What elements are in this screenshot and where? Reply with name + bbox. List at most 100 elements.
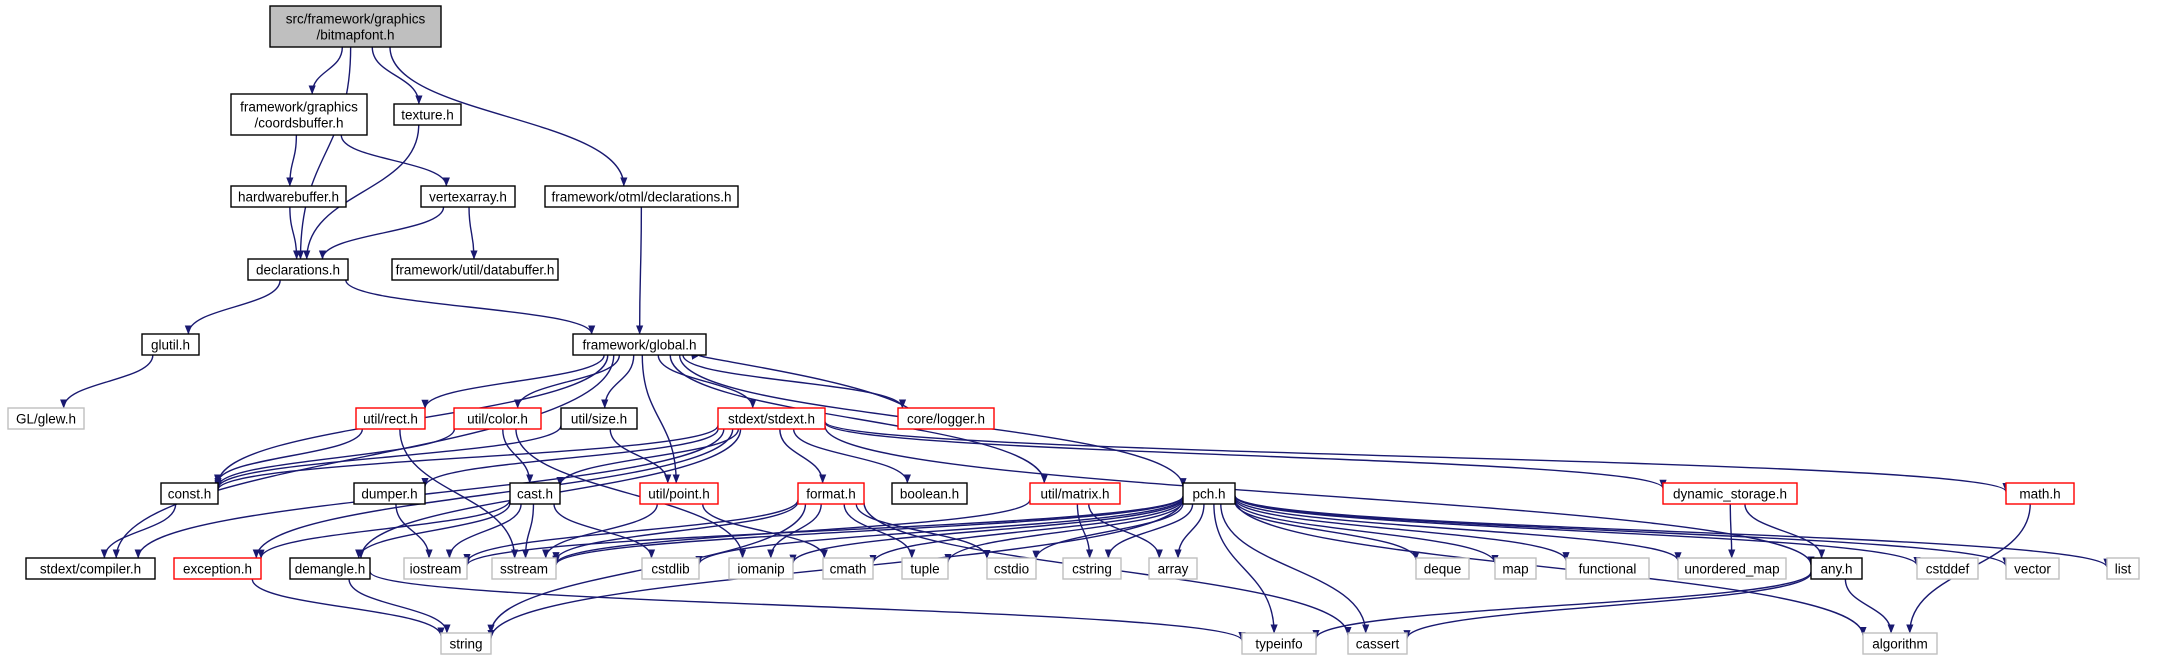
edge-root-to-texture [371,46,423,105]
node-iostream: iostream [403,557,468,580]
edge-format-to-iostream [463,499,799,563]
node-global[interactable]: framework/global.h [572,333,707,356]
node-math[interactable]: math.h [2005,482,2075,505]
node-box [901,557,949,580]
node-any[interactable]: any.h [1810,557,1863,580]
edge-pch-to-typeinfo [1213,503,1278,634]
edge-pch-to-cstdio [1032,503,1184,560]
node-label: framework/graphics [240,100,358,115]
node-box [1182,482,1236,505]
node-label: cstdio [994,562,1029,577]
edge-dumper-to-iostream [395,503,433,559]
node-box [289,557,371,580]
node-format[interactable]: format.h [797,482,865,505]
node-label: unordered_map [1684,562,1779,577]
node-label: dynamic_storage.h [1673,487,1787,502]
node-box [355,407,426,430]
node-label: deque [1424,562,1462,577]
node-label: string [449,637,482,652]
node-label: boolean.h [900,487,959,502]
node-label: cstring [1072,562,1112,577]
node-exception[interactable]: exception.h [173,557,262,580]
node-label: util/point.h [648,487,710,502]
node-box [797,482,865,505]
node-databuffer[interactable]: framework/util/databuffer.h [391,258,559,281]
node-demangle[interactable]: demangle.h [289,557,371,580]
edge-global-to-color [514,354,621,409]
edge-pch-to-list [1234,495,2111,568]
node-logger[interactable]: core/logger.h [897,407,995,430]
node-stdext[interactable]: stdext/stdext.h [717,407,826,430]
node-label: cstddef [1926,562,1970,577]
node-label: array [1158,562,1189,577]
node-point[interactable]: util/point.h [639,482,719,505]
node-otmldecl[interactable]: framework/otml/declarations.h [544,185,739,208]
node-pch[interactable]: pch.h [1182,482,1236,505]
edge-stdext-to-compiler [134,428,725,559]
node-label: src/framework/graphics [286,12,426,27]
node-label: math.h [2019,487,2060,502]
edge-dynstorage-to-unordered_map [1728,503,1736,559]
node-box [560,407,638,430]
edge-any-to-cassert [1403,572,1812,640]
node-label: core/logger.h [907,412,985,427]
node-dynstorage[interactable]: dynamic_storage.h [1662,482,1798,505]
edge-declarations-to-glutil [184,279,281,335]
edge-pch-to-iomanip [789,497,1184,564]
node-color[interactable]: util/color.h [453,407,542,430]
edge-stdext-to-math [824,421,2010,493]
edge-color-to-const [214,428,456,488]
node-typeinfo: typeinfo [1241,632,1317,655]
node-box [2005,482,2075,505]
node-label: framework/util/databuffer.h [396,263,555,278]
node-box [160,482,219,505]
edge-demangle-to-typeinfo [369,571,1246,642]
edge-point-to-sstream [542,503,658,559]
node-label: util/matrix.h [1040,487,1109,502]
node-label: demangle.h [295,562,366,577]
node-matrix[interactable]: util/matrix.h [1029,482,1121,505]
node-hardwarebuffer[interactable]: hardwarebuffer.h [230,185,347,208]
node-box [230,93,368,136]
node-box [717,407,826,430]
node-texture[interactable]: texture.h [393,103,462,126]
node-box [1494,557,1537,580]
node-box [393,103,462,126]
edge-otmldecl-to-global [636,206,644,335]
edge-pch-to-vector [1234,495,2010,567]
node-declarations[interactable]: declarations.h [247,258,349,281]
node-label: texture.h [401,108,454,123]
node-box [986,557,1037,580]
node-label: util/color.h [467,412,528,427]
node-compiler[interactable]: stdext/compiler.h [25,557,156,580]
edge-pch-to-array [1174,503,1205,559]
node-coordsbuffer[interactable]: framework/graphics/coordsbuffer.h [230,93,368,136]
node-boolean[interactable]: boolean.h [891,482,968,505]
node-cstddef: cstddef [1916,557,1979,580]
node-box [1565,557,1650,580]
node-label: const.h [168,487,212,502]
edge-texture-to-declarations [303,124,420,260]
edge-const-to-compiler [100,503,177,559]
node-size[interactable]: util/size.h [560,407,638,430]
node-const[interactable]: const.h [160,482,219,505]
node-box [1916,557,1979,580]
node-glutil[interactable]: glutil.h [141,333,200,356]
edge-root-to-declarations [296,46,352,260]
node-label: declarations.h [256,263,340,278]
node-label: framework/otml/declarations.h [551,190,731,205]
node-box [230,185,347,208]
edge-cast-to-demangle [355,502,511,559]
node-label: typeinfo [1255,637,1302,652]
node-dumper[interactable]: dumper.h [353,482,426,505]
node-label: hardwarebuffer.h [238,190,339,205]
node-box [1347,632,1408,655]
edge-stdext-to-boolean [792,428,911,484]
node-rect[interactable]: util/rect.h [355,407,426,430]
node-vertexarray[interactable]: vertexarray.h [420,185,516,208]
node-sstream: sstream [491,557,557,580]
node-cast[interactable]: cast.h [509,482,561,505]
node-box [1029,482,1121,505]
node-box [440,632,492,655]
node-root[interactable]: src/framework/graphics/bitmapfont.h [269,5,442,48]
